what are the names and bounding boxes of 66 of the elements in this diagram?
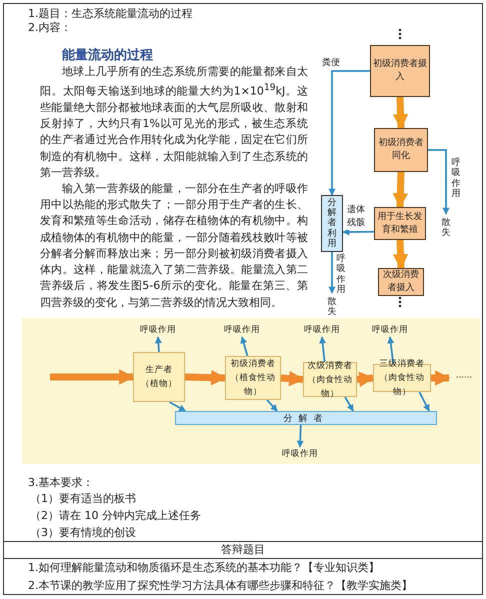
section-heading: 能量流动的过程 xyxy=(62,46,153,64)
arrow xyxy=(356,372,375,387)
edge-label: 呼吸作用 xyxy=(451,158,462,200)
arrow xyxy=(392,96,408,130)
question-text: 2.本节课的教学应用了探究性学习方法具体有哪些步骤和特征？【教学实施类】 xyxy=(28,578,412,593)
arrow xyxy=(154,336,162,352)
node-text: 次级消费者 xyxy=(308,360,352,372)
node-text: （植物） xyxy=(141,378,177,391)
arrow xyxy=(392,240,408,270)
arrow xyxy=(184,370,227,386)
arrow xyxy=(319,336,326,362)
arrow xyxy=(392,172,408,209)
form-field-text: 3.基本要求： xyxy=(28,475,94,490)
node-text: （肉食性动物） xyxy=(306,374,354,400)
form-field-text: 2.内容： xyxy=(28,20,72,35)
arrow xyxy=(328,70,370,196)
form-field-text: 1.题目：生态系统能量流动的过程 xyxy=(28,6,192,21)
edge-label: 粪便 xyxy=(322,56,340,69)
process-box xyxy=(374,128,428,172)
decomposer-bar xyxy=(175,411,437,425)
arrow xyxy=(296,424,304,448)
node-text: （肉食性动物） xyxy=(378,372,426,399)
node-text: 散失 xyxy=(326,296,338,318)
decomposer-box xyxy=(321,195,343,252)
node-text: 次级消费者摄入 xyxy=(382,269,420,295)
node-text: 生产者 xyxy=(146,364,172,377)
process-box xyxy=(370,45,430,97)
arrow xyxy=(50,369,135,385)
node-text: 用于生长发育和繁殖 xyxy=(377,210,423,236)
arrow xyxy=(418,392,430,412)
arrow xyxy=(344,396,354,412)
arrow xyxy=(240,336,248,356)
paragraph: 地球上几乎所有的生态系统所需要的能量都来自太阳。太阳每天输送到地球的能量大约为1×10$^{19}$kJ。这些能量绝大部分都被地球表面的大气层所吸收、散射和反射掉了，大约只有1%以可见光的形式，被生态系统的生产者通过光合作用转化成为化学能，固定在它们所制造的有机物中。这样，太阳能就输入到了生态系统的第一营养级。 xyxy=(40,64,308,181)
node-text: 初级消费者 xyxy=(230,358,276,371)
arrow xyxy=(168,401,186,412)
arrow xyxy=(280,370,305,386)
node-text: 分解者 xyxy=(284,412,328,424)
node-text: 初级消费者摄入 xyxy=(373,58,427,84)
edge-label: 呼吸作用 xyxy=(336,254,346,296)
node-text: 呼吸作用 xyxy=(140,324,176,336)
node-text: 三级消费者 xyxy=(380,358,424,371)
trophic-level-box xyxy=(303,362,357,397)
list-item: （1）要有适当的板书 xyxy=(30,491,136,506)
arrow xyxy=(428,149,450,215)
node-text: 散失 xyxy=(440,218,452,238)
node-text: 初级消费者同化 xyxy=(378,137,424,163)
list-item: （3）要有情境的创设 xyxy=(30,525,136,540)
node-text: 分解者利用 xyxy=(326,198,338,250)
node-text: 呼吸作用 xyxy=(372,324,408,336)
arrow xyxy=(387,336,394,364)
trophic-level-box xyxy=(133,352,185,402)
trophic-level-box xyxy=(225,356,281,400)
process-box xyxy=(378,268,424,296)
arrow xyxy=(328,252,336,294)
arrow xyxy=(342,228,374,236)
paragraph: 输入第一营养级的能量，一部分在生产者的呼吸作用中以热能的形式散失了；一部分用于生产者的生长、发育和繁殖等生命活动，储存在植物体的有机物中。构成植物体的有机物中的能量，一部分随着残枝败叶等被分解者分解而释放出来；另一部分则被初级消费者摄入体内。这样，能量就流入了第二营养级。能量流入第二营养级后，将发生图5-6所示的变化。能量在第三、第四营养级的变化，与第二营养级的情况大致相同。 xyxy=(40,181,308,310)
node-text: ······ xyxy=(456,373,472,383)
node-text: 呼吸作用 xyxy=(224,324,260,336)
list-item: （2）请在 10 分钟内完成上述任务 xyxy=(30,508,201,523)
table-header: 答辩题目 xyxy=(220,542,266,557)
node-text: （植食性动物） xyxy=(230,372,276,399)
node-text: 呼吸作用 xyxy=(304,324,340,336)
arrow xyxy=(266,399,278,412)
node-text: 呼吸作用 xyxy=(282,448,318,460)
arrow xyxy=(431,370,451,386)
question-text: 1.如何理解能量流动和物质循环是生态系统的基本功能？【专业知识类】 xyxy=(28,560,380,575)
